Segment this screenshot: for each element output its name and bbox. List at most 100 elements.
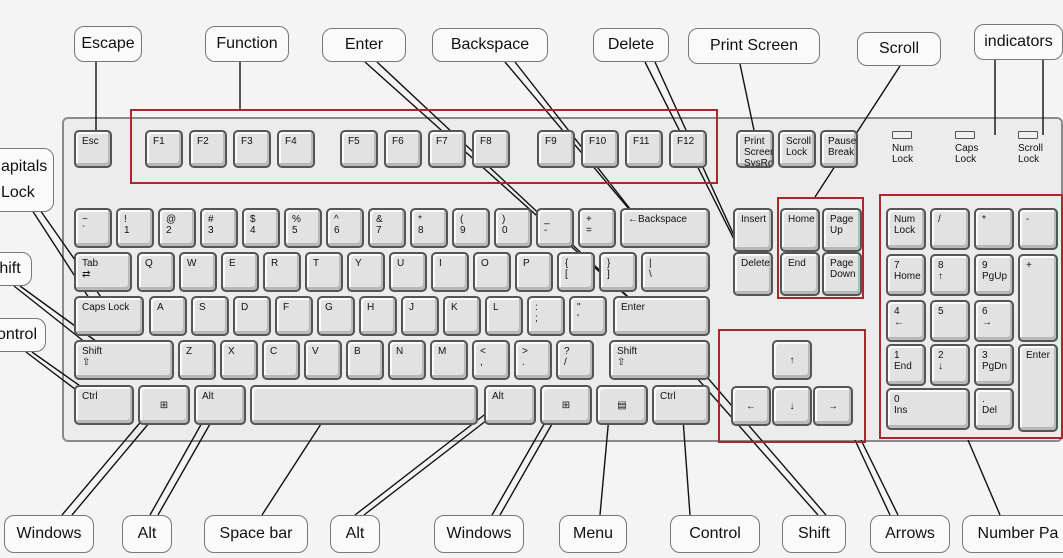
key-n0: ) 0 [494, 208, 532, 248]
key-period: > . [514, 340, 552, 380]
label-number-pad: Number Pa [962, 515, 1063, 553]
key-semicolon: : ; [527, 296, 565, 336]
key-win-right: ⊞ [540, 385, 592, 425]
leader-line-alt-left-b [157, 409, 219, 516]
key-num-star: * [974, 208, 1014, 250]
key-num2: 2 ↓ [930, 344, 970, 386]
leader-line-space-bar [261, 409, 331, 516]
key-num-lock: Num Lock [886, 208, 926, 250]
key-num0: 0 Ins [886, 388, 970, 430]
key-f: F [275, 296, 313, 336]
indicator-label-scroll-lock: Scroll Lock [1018, 143, 1044, 165]
key-n5: % 5 [284, 208, 322, 248]
indicator-label-caps-lock: Caps Lock [955, 143, 979, 165]
key-ctrl-left: Ctrl [74, 385, 134, 425]
key-right: → [813, 386, 853, 426]
key-c: C [262, 340, 300, 380]
key-shift-left: Shift ⇧ [74, 340, 174, 380]
key-v: V [304, 340, 342, 380]
key-num3: 3 PgDn [974, 344, 1014, 386]
label-indicators: indicators [974, 24, 1063, 60]
key-g: G [317, 296, 355, 336]
leader-line-backspace-b [504, 61, 646, 229]
key-delete: Delete [733, 252, 773, 296]
key-d: D [233, 296, 271, 336]
number-pad-box [879, 194, 1063, 439]
indicator-light-scroll-lock [1018, 131, 1038, 139]
key-caps-lock: Caps Lock [74, 296, 144, 336]
key-h: H [359, 296, 397, 336]
key-num-minus: - [1018, 208, 1058, 250]
scroll-keys-box [777, 197, 864, 299]
key-w: W [179, 252, 217, 292]
key-j: J [401, 296, 439, 336]
key-home: Home [780, 208, 820, 252]
label-alt-left: Alt [122, 515, 172, 553]
key-m: M [430, 340, 468, 380]
key-alt-left: Alt [194, 385, 246, 425]
key-shift-right: Shift ⇧ [609, 340, 710, 380]
key-n3: # 3 [200, 208, 238, 248]
key-ctrl-right: Ctrl [652, 385, 710, 425]
label-shift-right: Shift [782, 515, 846, 553]
key-num-dot: . Del [974, 388, 1014, 430]
key-n4: $ 4 [242, 208, 280, 248]
key-quote: " ' [569, 296, 607, 336]
key-f2: F2 [189, 130, 227, 168]
key-num1: 1 End [886, 344, 926, 386]
key-up: ↑ [772, 340, 812, 380]
key-rbracket: } ] [599, 252, 637, 292]
key-backspace: ←Backspace [620, 208, 710, 248]
label-control-left: ontrol [0, 318, 46, 352]
indicator-light-num-lock [892, 131, 912, 139]
key-f7: F7 [428, 130, 466, 168]
key-f10: F10 [581, 130, 619, 168]
key-equals: + = [578, 208, 616, 248]
key-n7: & 7 [368, 208, 406, 248]
key-u: U [389, 252, 427, 292]
key-comma: < , [472, 340, 510, 380]
key-k: K [443, 296, 481, 336]
label-capitals-lock: apitals Lock [0, 148, 54, 212]
key-b: B [346, 340, 384, 380]
key-l: L [485, 296, 523, 336]
label-windows-right: Windows [434, 515, 524, 553]
key-q: Q [137, 252, 175, 292]
key-f11: F11 [625, 130, 663, 168]
key-num-slash: / [930, 208, 970, 250]
key-f1: F1 [145, 130, 183, 168]
key-print-screen: Print Screen SysRq [736, 130, 774, 168]
leader-line-shift-right-b [693, 361, 827, 516]
key-backslash: | \ [641, 252, 710, 292]
key-left: ← [731, 386, 771, 426]
key-y: Y [347, 252, 385, 292]
indicator-label-num-lock: Num Lock [892, 143, 914, 165]
key-tab: Tab ⇄ [74, 252, 132, 292]
leader-line-arrows-a [854, 439, 891, 516]
key-r: R [263, 252, 301, 292]
key-n2: @ 2 [158, 208, 196, 248]
key-n8: * 8 [410, 208, 448, 248]
leader-line-windows-right-b [499, 409, 561, 516]
key-num8: 8 ↑ [930, 254, 970, 296]
label-arrows: Arrows [870, 515, 950, 553]
function-keys-box [130, 109, 718, 184]
key-i: I [431, 252, 469, 292]
key-f12: F12 [669, 130, 707, 168]
key-minus: _ - [536, 208, 574, 248]
key-num5: 5 [930, 300, 970, 342]
key-n1: ! 1 [116, 208, 154, 248]
label-alt-right: Alt [330, 515, 380, 553]
key-space [250, 385, 478, 425]
leader-line-alt-right-b [363, 409, 501, 516]
key-t: T [305, 252, 343, 292]
key-menu: ▤ [596, 385, 648, 425]
key-lbracket: { [ [557, 252, 595, 292]
key-num-plus: + [1018, 254, 1058, 342]
label-menu: Menu [559, 515, 627, 553]
key-num4: 4 ← [886, 300, 926, 342]
label-shift-left: hift [0, 252, 32, 286]
key-slash: ? / [556, 340, 594, 380]
leader-line-number-pad [967, 439, 1001, 516]
key-z: Z [178, 340, 216, 380]
